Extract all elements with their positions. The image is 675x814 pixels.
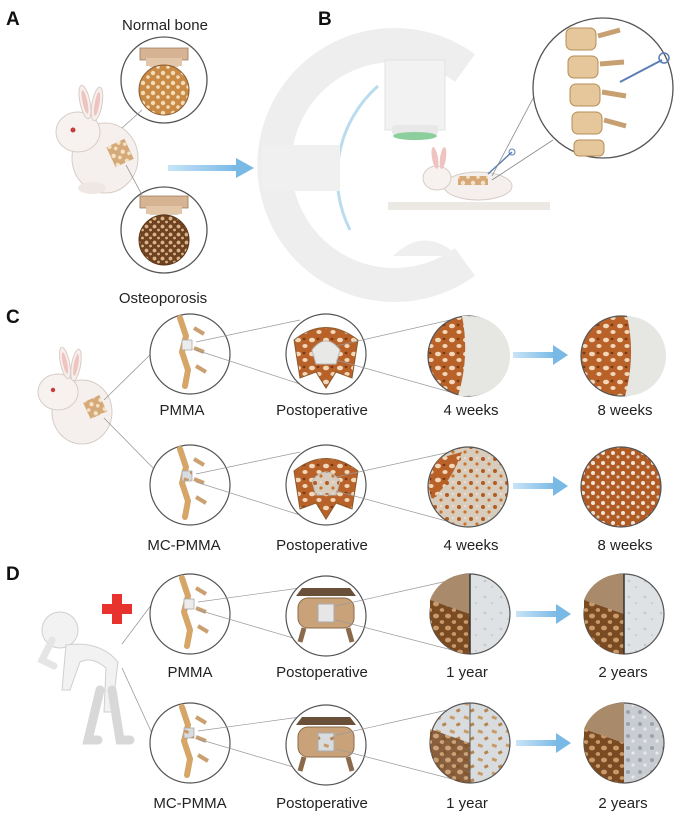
d-row2-stage3: 2 years [598, 795, 647, 812]
panel-d-letter: D [6, 564, 20, 585]
d-row2-arrow [516, 733, 571, 753]
c-row1-stage1: Postoperative [276, 402, 368, 419]
c-row2-8weeks-inset [581, 447, 661, 527]
arrow-a-to-b [168, 158, 254, 178]
d-row1-material: PMMA [168, 664, 213, 681]
c-row1-stage3: 8 weeks [597, 402, 652, 419]
c-row1-stage2: 4 weeks [443, 402, 498, 419]
d-row2-1year-inset [430, 703, 510, 783]
d-row1-2years-inset [584, 574, 664, 654]
c-row2-spine-inset [150, 445, 230, 525]
panel-a-letter: A [6, 9, 20, 30]
medical-cross-icon [102, 594, 132, 624]
d-row1-1year-inset [430, 574, 510, 654]
c-row2-arrow [513, 476, 568, 496]
d-row2-stage1: Postoperative [276, 795, 368, 812]
panel-b-letter: B [318, 9, 332, 30]
d-row2-vertebra [286, 705, 366, 785]
normal-bone-label: Normal bone [122, 17, 208, 34]
c-row2-stage1: Postoperative [276, 537, 368, 554]
d-row2-stage2: 1 year [446, 795, 488, 812]
c-row2-stage2: 4 weeks [443, 537, 498, 554]
c-row2-stage3: 8 weeks [597, 537, 652, 554]
c-row1-vertebra-cross-section [286, 314, 366, 394]
d-row1-stage3: 2 years [598, 664, 647, 681]
d-row1-stage1: Postoperative [276, 664, 368, 681]
d-row1-spine-inset [150, 574, 230, 654]
c-row1-arrow [513, 345, 568, 365]
normal-bone-inset [121, 37, 207, 123]
c-row1-spine-inset [150, 314, 230, 394]
osteoporosis-label: Osteoporosis [119, 290, 207, 307]
d-row2-spine-inset [150, 703, 230, 783]
c-row2-vertebra-cross-section [286, 445, 366, 525]
d-row1-arrow [516, 604, 571, 624]
c-row2-4weeks-inset [428, 447, 508, 527]
rabbit-c [38, 346, 155, 470]
spine-zoom-inset [492, 18, 673, 180]
normal-connector [122, 110, 142, 128]
panel-c-letter: C [6, 307, 20, 328]
d-row2-2years-inset [584, 703, 664, 783]
c-row2-material: MC-PMMA [147, 537, 220, 554]
d-row1-stage2: 1 year [446, 664, 488, 681]
c-row1-material: PMMA [160, 402, 205, 419]
d-row2-material: MC-PMMA [153, 795, 226, 812]
osteoporosis-inset [121, 187, 207, 273]
patient-figure [42, 612, 130, 740]
c-row1-8weeks-inset [581, 316, 666, 396]
c-row1-4weeks-inset [428, 316, 510, 396]
rabbit-b [423, 147, 515, 200]
c-arm-scanner [262, 45, 550, 285]
d-row1-vertebra [286, 576, 366, 656]
